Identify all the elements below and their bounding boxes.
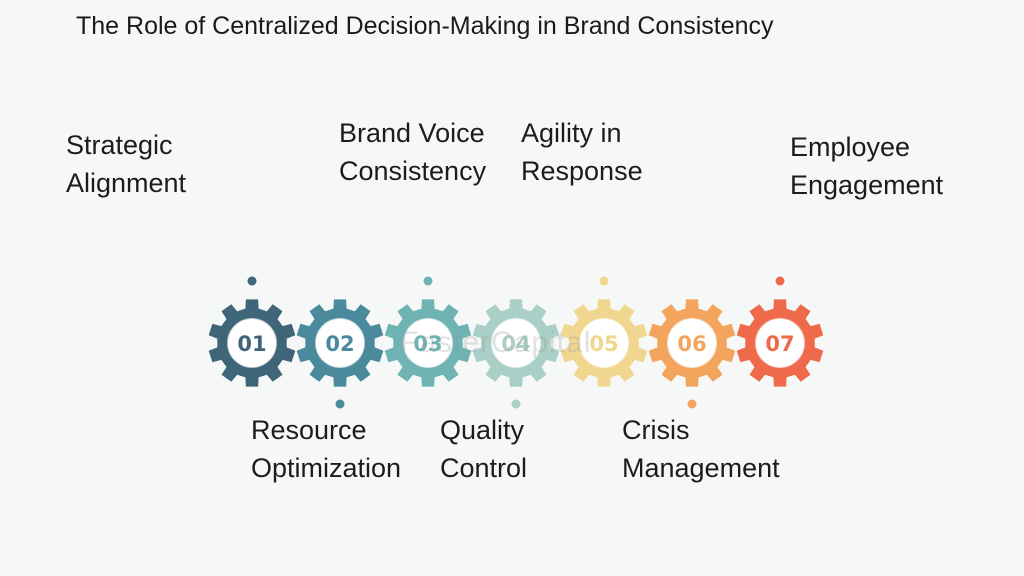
connector-dot-03 [423,276,433,286]
page-title: The Role of Centralized Decision-Making … [76,12,774,40]
gear-center-07 [755,318,805,368]
connector-dot-02 [335,399,345,409]
step-label-02-line-2: Optimization [251,453,402,483]
gear-number-01: 01 [237,332,266,356]
step-label-04: Quality Control [440,411,527,487]
step-label-06-line-2: Management [622,453,780,483]
connector-dot-01 [247,276,257,286]
gear-ring-02 [314,317,366,369]
step-label-05: Agility in Response [521,114,643,190]
watermark-text: FasterCapital [400,326,592,359]
step-label-07-line-1: Employee [790,132,911,162]
gear-03: 03 [384,276,472,387]
gear-ring-04 [490,317,542,369]
step-label-02-line-1: Resource [251,415,367,445]
connector-dot-04 [511,399,521,409]
gear-number-04: 04 [501,332,530,356]
gear-ring-05 [578,317,630,369]
step-label-03-line-1: Brand Voice [339,118,485,148]
gear-center-05 [579,318,629,368]
gear-ring-06 [666,317,718,369]
step-label-04-line-2: Control [440,453,528,483]
connector-dot-05 [599,276,609,286]
gear-07: 07 [736,276,824,387]
step-label-01: Strategic Alignment [66,126,186,202]
step-label-01-line-1: Strategic [66,130,173,160]
gear-ring-07 [754,317,806,369]
gear-01: 01 [208,276,296,387]
step-label-06: Crisis Management [622,411,780,487]
step-label-05-line-2: Response [521,156,643,186]
gear-center-01 [227,318,277,368]
gear-ring-03 [402,317,454,369]
step-label-02: Resource Optimization [251,411,401,487]
step-label-03: Brand Voice Consistency [339,114,486,190]
step-label-05-line-1: Agility in [521,118,622,148]
gear-02: 02 [296,299,384,409]
gear-number-03: 03 [413,332,442,356]
gear-06: 06 [648,299,736,409]
step-label-03-line-2: Consistency [339,156,487,186]
gear-05: 05 [560,276,648,387]
step-label-07-line-2: Engagement [790,170,944,200]
gear-center-02 [315,318,365,368]
step-label-06-line-1: Crisis [622,415,690,445]
gear-number-06: 06 [677,332,706,356]
gear-number-07: 07 [765,332,794,356]
gear-center-03 [403,318,453,368]
step-label-07: Employee Engagement [790,128,943,204]
gear-ring-01 [226,317,278,369]
gear-center-06 [667,318,717,368]
connector-dot-07 [775,276,785,286]
connector-dot-06 [687,399,697,409]
gear-center-04 [491,318,541,368]
step-label-01-line-2: Alignment [66,168,187,198]
step-label-04-line-1: Quality [440,415,525,445]
gear-number-02: 02 [325,332,354,356]
gear-04: 04 [472,299,560,409]
gear-number-05: 05 [589,332,618,356]
